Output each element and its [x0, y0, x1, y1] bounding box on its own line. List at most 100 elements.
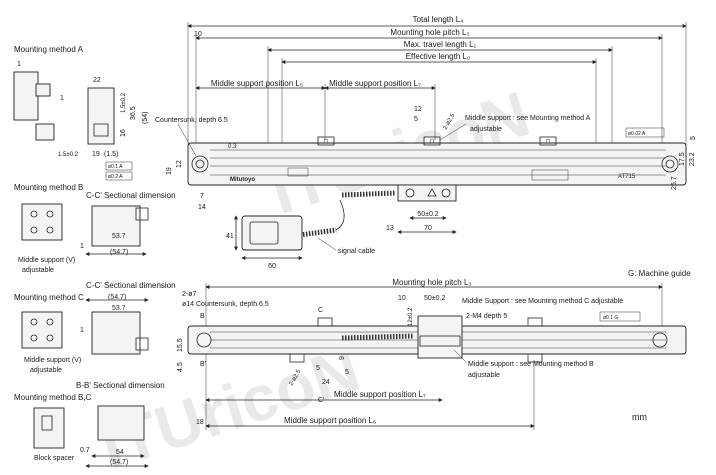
svg-text:5: 5 [316, 365, 320, 372]
top-dimension-lines: Total length L₄ Mounting hole pitch L₂ M… [187, 15, 687, 150]
svg-text:19: 19 [92, 151, 100, 158]
svg-text:1.5±0.2: 1.5±0.2 [58, 152, 79, 158]
total-length-label: Total length L₄ [413, 15, 464, 24]
svg-text:9: 9 [339, 356, 346, 360]
svg-text:1: 1 [17, 61, 21, 68]
svg-text:70: 70 [424, 225, 432, 232]
svg-text:53.7: 53.7 [112, 233, 126, 240]
svg-text:15.5: 15.5 [177, 338, 184, 352]
svg-text:0.3: 0.3 [228, 144, 237, 150]
svg-text:adjustable: adjustable [30, 367, 62, 374]
svg-text:Mitutoyo: Mitutoyo [230, 177, 255, 183]
mid-support-l5-label: Middle support position L₅ [211, 79, 303, 88]
svg-text:10: 10 [398, 295, 406, 302]
unit-label: mm [632, 412, 647, 422]
b-middle-support-note: Middle support (V) [18, 257, 75, 264]
svg-text:54: 54 [116, 449, 124, 456]
signal-cable-label: signal cable [338, 248, 375, 255]
svg-text:adjustable: adjustable [22, 267, 54, 274]
svg-text:AT715: AT715 [618, 174, 636, 180]
svg-text:(54.7): (54.7) [110, 459, 128, 466]
svg-text:41: 41 [226, 233, 234, 240]
svg-text:adjustable: adjustable [468, 372, 500, 379]
svg-text:5: 5 [345, 369, 349, 376]
block-spacer-label: Block spacer [34, 455, 75, 462]
svg-text:18: 18 [196, 419, 204, 426]
mount-hole-left [191, 155, 209, 173]
svg-text:22: 22 [93, 77, 101, 84]
svg-text:ø0.02 A: ø0.02 A [628, 131, 646, 137]
svg-text:13: 13 [386, 225, 394, 232]
svg-text:1: 1 [60, 95, 64, 102]
svg-text:24: 24 [322, 379, 330, 386]
hole-pitch-label: Mounting hole pitch L₂ [390, 28, 469, 37]
svg-text:7: 7 [200, 193, 204, 200]
svg-text:14: 14 [198, 204, 206, 211]
effective-length-label: Effective length L₀ [406, 52, 471, 61]
svg-text:17.5: 17.5 [679, 152, 686, 166]
mid-c-note: Middle Support : see Mounting method C a… [462, 298, 623, 305]
svg-text:ø0.1 A: ø0.1 A [108, 164, 123, 170]
mid-l6-label: Middle support position L₆ [284, 416, 376, 425]
svg-text:12: 12 [176, 160, 183, 168]
svg-text:16: 16 [120, 129, 127, 137]
method-b-title: Mounting method B [14, 183, 83, 192]
middle-supports-top [317, 136, 557, 146]
scale-body: Mitutoyo AT715 [187, 142, 687, 186]
svg-text:4.5: 4.5 [177, 362, 184, 372]
svg-text:12: 12 [414, 106, 422, 113]
svg-text:60: 60 [268, 263, 276, 270]
signal-cable: 60 41 signal cable [226, 190, 397, 270]
reading-head [397, 184, 457, 202]
svg-text:5: 5 [414, 116, 418, 123]
mid-b-note: Middle support : see Mounting method B [468, 361, 594, 368]
svg-text:(54.7): (54.7) [110, 249, 128, 256]
bb-section-label: B-B' Sectional dimension [76, 381, 165, 390]
svg-text:25.7: 25.7 [671, 176, 678, 190]
svg-text:2-M4 depth 5: 2-M4 depth 5 [466, 313, 507, 320]
method-c-title: Mounting method C [14, 293, 84, 302]
svg-text:1: 1 [80, 243, 84, 250]
svg-text:B': B' [200, 361, 206, 368]
svg-text:50±0.2: 50±0.2 [424, 295, 445, 302]
method-bc-title: Mounting method B,C [14, 393, 92, 402]
svg-text:ø0.2 A: ø0.2 A [108, 174, 123, 180]
top-detail-dims: Countersunk, depth 6.5 0.3 19 12 7 14 12… [155, 106, 697, 234]
mid-support-a-note: Middle support : see Mounting method A [465, 115, 591, 122]
svg-text:ø0.1 G: ø0.1 G [603, 315, 618, 321]
connector [241, 215, 303, 251]
svg-text:36.5: 36.5 [130, 106, 137, 120]
mid-support-l7-label: Middle support position L₇ [329, 79, 421, 88]
scale-body-bottom: B B' C C' [187, 307, 687, 404]
svg-text:C': C' [318, 397, 324, 404]
svg-text:2-ø7: 2-ø7 [182, 291, 197, 298]
c-middle-support-note: Middle support (V) [24, 357, 81, 364]
svg-text:10: 10 [194, 31, 202, 38]
countersunk-14-label: ø14 Countersunk, depth 6.5 [182, 301, 269, 308]
svg-text:0.7: 0.7 [80, 447, 90, 454]
svg-text:1: 1 [80, 327, 84, 334]
mid-l7-label: Middle support position L₇ [334, 390, 426, 399]
cc-section-label-2: C-C' Sectional dimension [86, 281, 176, 290]
svg-text:1.5±0.2: 1.5±0.2 [121, 92, 127, 113]
mounting-method-bc: B-B' Sectional dimension Mounting method… [14, 381, 165, 468]
method-a-title: Mounting method A [14, 45, 84, 54]
countersunk-label: Countersunk, depth 6.5 [155, 117, 228, 124]
svg-text:B: B [200, 313, 205, 320]
svg-text:(54): (54) [142, 112, 149, 124]
svg-text:C: C [318, 307, 323, 314]
cc-section-label: C-C' Sectional dimension [86, 191, 176, 200]
svg-text:53.7: 53.7 [112, 305, 126, 312]
mounting-method-a: Mounting method A 1 1 22 16 1.5±0.2 36.5… [13, 45, 149, 181]
svg-text:23.2: 23.2 [689, 152, 696, 166]
svg-text:12±0.2: 12±0.2 [408, 307, 414, 326]
svg-text:(54.7): (54.7) [108, 294, 126, 301]
machine-guide-label: G: Machine guide [628, 269, 691, 278]
mounting-method-c: C-C' Sectional dimension Mounting method… [14, 281, 176, 374]
mount-hole-right [661, 155, 679, 173]
svg-text:19: 19 [166, 167, 173, 175]
max-travel-label: Max. travel length L₁ [404, 40, 477, 49]
svg-text:50±0.2: 50±0.2 [417, 211, 438, 218]
svg-text:adjustable: adjustable [470, 126, 502, 133]
